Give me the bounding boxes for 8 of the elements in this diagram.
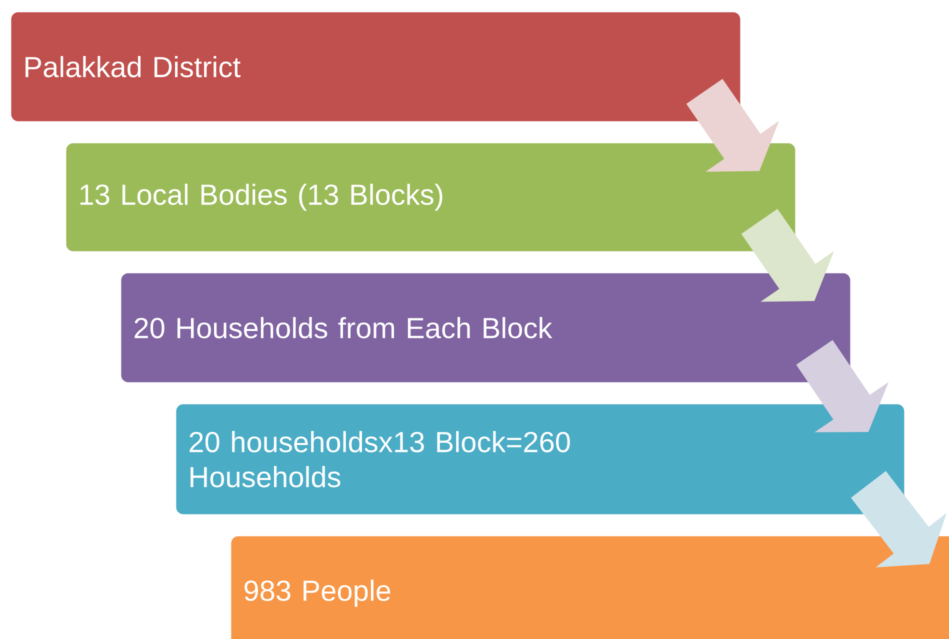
arrow [796,340,889,432]
process-box: Palakkad District [11,12,740,122]
arrow [686,78,780,172]
process-box: 983 People [231,536,949,639]
process-box: 20 householdsx13 Block=260 Households [176,404,904,514]
arrow [741,208,834,302]
process-box: 13 Local Bodies (13 Blocks) [66,143,796,252]
process-box: 20 Households from Each Block [121,273,850,382]
